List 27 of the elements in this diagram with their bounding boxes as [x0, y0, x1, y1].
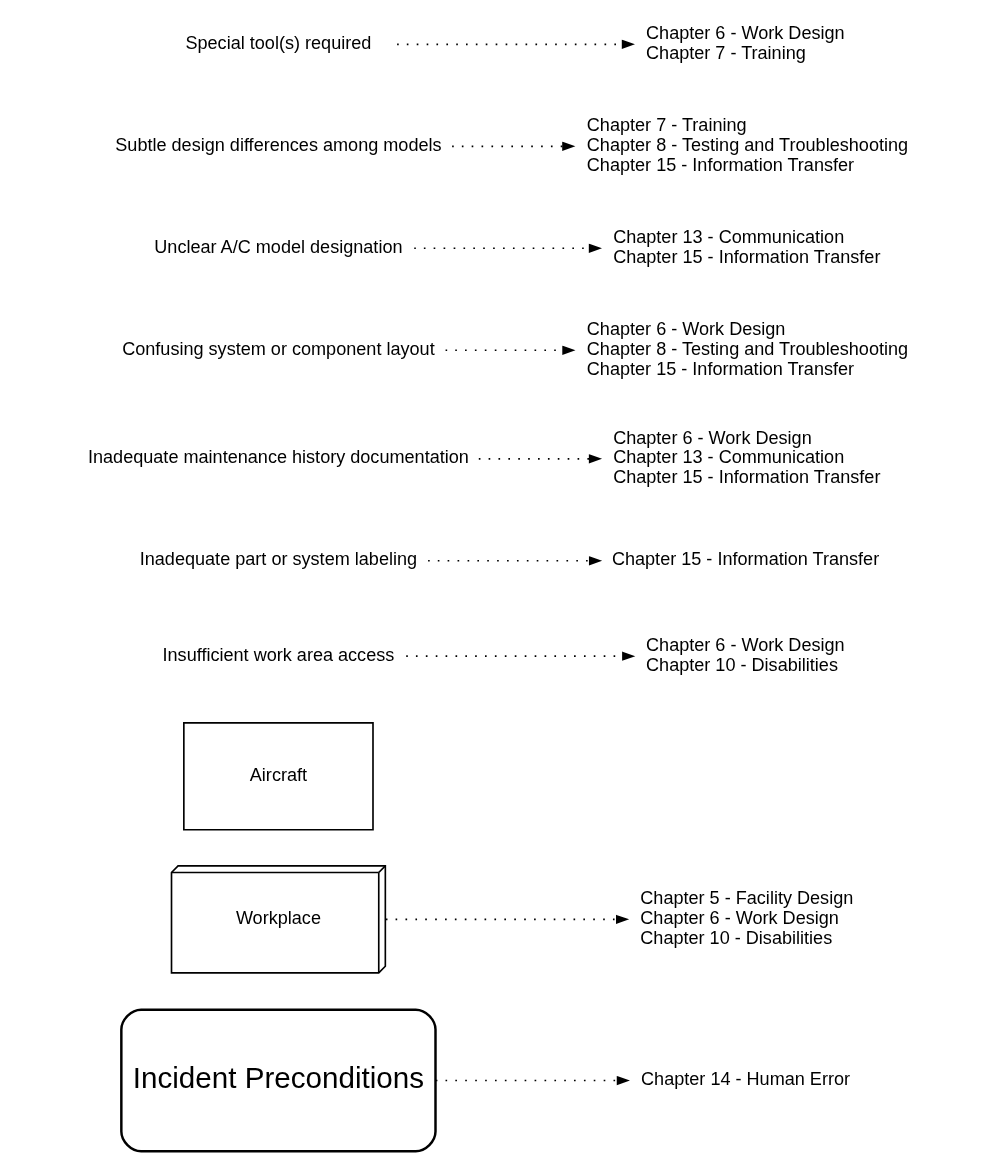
node-text: Chapter 6 - Work Design Chapter 10 - Disabilities	[645, 634, 845, 675]
arrow	[412, 243, 602, 253]
node-box: Incident Preconditions	[119, 1008, 437, 1153]
arrow	[395, 39, 635, 49]
node-text: Subtle design differences among models	[114, 134, 442, 155]
arrow	[444, 345, 575, 355]
node-text: Chapter 7 - Training Chapter 8 - Testing and Troubleshooting Chapter 15 - Information Transfer	[586, 115, 908, 175]
node-text: Chapter 5 - Facility Design Chapter 6 - Work Design Chapter 10 - Disabilities	[639, 888, 853, 948]
node-text: Chapter 13 - Communication Chapter 15 - Information Transfer	[612, 227, 880, 267]
node-text: Unclear A/C model designation	[153, 236, 403, 257]
arrow	[477, 454, 602, 464]
node-text: Chapter 6 - Work Design Chapter 7 - Training	[645, 23, 845, 63]
node-text: Chapter 6 - Work Design Chapter 8 - Testing and Troubleshooting Chapter 15 - Information Transfer	[586, 319, 908, 379]
node-text: Inadequate part or system labeling	[139, 549, 417, 570]
arrow	[426, 556, 602, 566]
node-text: Special tool(s) required	[184, 32, 371, 53]
node-text: Chapter 6 - Work Design Chapter 13 - Communication Chapter 15 - Information Transfer	[612, 427, 880, 488]
arrow	[450, 141, 575, 151]
node-text: Insufficient work area access	[162, 644, 394, 665]
node-text: Inadequate maintenance history documentation	[87, 447, 469, 468]
arrow	[434, 1075, 630, 1086]
node-text: Chapter 14 - Human Error	[640, 1069, 850, 1090]
arrow	[404, 651, 635, 661]
node-text: Confusing system or component layout	[121, 338, 435, 359]
node-text: Chapter 15 - Information Transfer	[611, 549, 879, 570]
node-box: Aircraft	[182, 722, 374, 831]
arrow	[384, 914, 629, 924]
